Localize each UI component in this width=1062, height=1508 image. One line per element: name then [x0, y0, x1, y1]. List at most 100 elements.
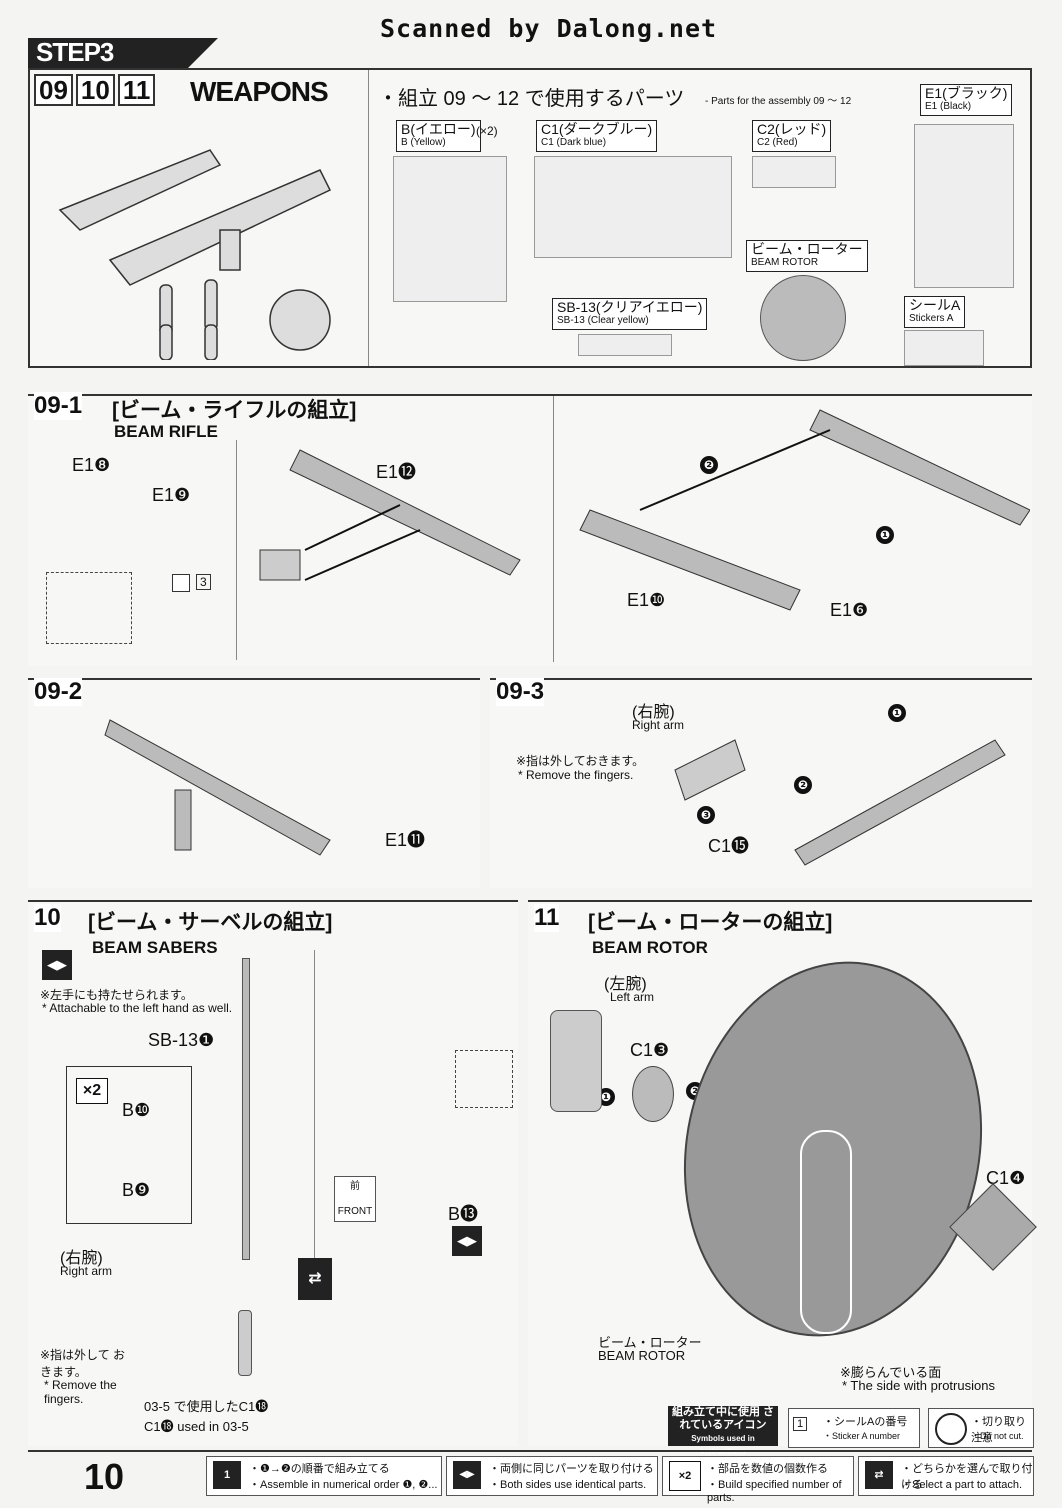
right-arm-en: Right arm	[632, 718, 685, 732]
parts-list-subtitle: - Parts for the assembly 09 〜 12	[705, 96, 852, 107]
nocut-icon	[935, 1413, 967, 1445]
step-09-1-number: 09-1	[34, 392, 83, 420]
sprue-e1	[914, 124, 1014, 288]
both-sides-icon: ◀▶	[42, 950, 72, 980]
step-09-3-number: 09-3	[496, 678, 545, 706]
rotor-label-jp: ビーム・ローター	[598, 1335, 702, 1350]
legend-title-jp: 組み立て中に使用 されているアイコン	[671, 1406, 775, 1431]
protrusion-jp: ※膨らんでいる面	[840, 1365, 942, 1380]
select-part-arrows: ⇄	[270, 1254, 362, 1306]
x2-footer-icon: ×2	[669, 1461, 701, 1491]
step-09-2-number: 09-2	[34, 678, 83, 706]
legend-nocut: ・切り取り注意 ・Do not cut.	[928, 1408, 1034, 1448]
part-c2-jp: C2(レッド)	[757, 121, 827, 137]
left-arm-part	[550, 1010, 602, 1112]
label-e1-8: E1❽	[72, 455, 111, 475]
rotor-grip	[800, 1130, 852, 1334]
used-note-en: C1⓲ used in 03-5	[144, 1419, 249, 1434]
sprue-b	[393, 156, 507, 302]
left-hand-note-jp: ※左手にも持たせられます。	[40, 988, 193, 1002]
label-c1-4: C1❹	[986, 1168, 1026, 1188]
beam-rotor-part	[760, 275, 846, 361]
page-number: 10	[84, 1456, 125, 1497]
legend-nocut-en: ・Do not cut.	[971, 1431, 1024, 1441]
step-number-11: 11	[117, 74, 156, 106]
part-c1-jp: C1(ダークブルー)	[541, 121, 653, 137]
part-b-qty: (×2)	[476, 124, 498, 138]
detail-inset-2	[455, 1050, 513, 1108]
part-label-e1: E1(ブラック)E1 (Black)	[920, 84, 1013, 116]
rifle-assembled-illustration	[104, 719, 331, 856]
used-note-jp: 03-5 で使用したC1⓲	[144, 1399, 269, 1414]
step-number-09: 09	[34, 74, 73, 106]
both-sides-footer-icon: ◀▶	[453, 1461, 481, 1489]
label-b-9: B❾	[122, 1180, 151, 1200]
part-label-b: B(イエロー)B (Yellow)	[396, 120, 481, 152]
arrow-num-1: ❶	[876, 526, 894, 544]
c1-3-part	[632, 1066, 674, 1122]
label-c1-3: C1❸	[630, 1040, 670, 1060]
step-09-1-en: BEAM RIFLE	[114, 422, 218, 441]
scanned-watermark: Scanned by Dalong.net	[380, 14, 718, 43]
arrow-num-1b: ❶	[888, 704, 906, 722]
legend-sticker: 1 ・シールAの番号 ・Sticker A number	[788, 1408, 920, 1448]
select-footer-icon: ⇄	[865, 1461, 893, 1489]
select-en: ・Select a part to attach.	[901, 1479, 1023, 1491]
step-10-title: [ビーム・サーベルの組立]	[88, 911, 333, 934]
part-label-sb13: SB-13(クリアイエロー)SB-13 (Clear yellow)	[552, 298, 708, 330]
part-e1-en: E1 (Black)	[925, 101, 972, 112]
step-10-divider	[314, 950, 315, 1290]
part-stickers-en: Stickers A	[909, 313, 954, 324]
right-arm-en-2: Right arm	[60, 1264, 113, 1278]
arm-rifle-illustration	[674, 739, 1006, 866]
icons-legend-title: 組み立て中に使用 されているアイコン Symbols used in instr…	[668, 1406, 778, 1456]
footer-item-order: 1 ・❶→❷の順番で組み立てる ・Assemble in numerical o…	[206, 1456, 442, 1496]
both-sides-jp: ・両側に同じパーツを取り付ける	[489, 1463, 654, 1475]
order-jp: ・❶→❷の順番で組み立てる	[249, 1463, 390, 1475]
part-rotor-jp: ビーム・ローター	[751, 241, 863, 257]
label-e1-11: E1⓫	[385, 830, 426, 850]
legend-sticker-jp: ・シールAの番号	[823, 1416, 908, 1428]
step-10-panel	[28, 900, 518, 1446]
footer-item-select: ⇄ ・どちらかを選んで取り付ける ・Select a part to attac…	[858, 1456, 1034, 1496]
rifle-assembly-illustration	[259, 449, 521, 581]
select-jp: ・どちらかを選んで取り付ける	[901, 1463, 1033, 1491]
part-c2-en: C2 (Red)	[757, 137, 798, 148]
part-label-c1: C1(ダークブルー)C1 (Dark blue)	[536, 120, 658, 152]
weapons-illustration	[58, 149, 332, 360]
label-e1-6: E1❻	[830, 600, 869, 620]
part-sb13-jp: SB-13(クリアイエロー)	[557, 299, 703, 315]
front-indicator: 前 FRONT	[334, 1176, 376, 1222]
step-11-title: [ビーム・ローターの組立]	[588, 911, 833, 934]
left-arm-en: Left arm	[610, 990, 655, 1004]
rifle-body-illustration	[579, 409, 1030, 611]
step-11-en: BEAM ROTOR	[592, 938, 708, 957]
step-09-2-panel	[28, 678, 480, 888]
front-jp: 前	[350, 1181, 360, 1192]
detail-inset	[46, 572, 132, 644]
header-divider	[368, 70, 369, 366]
both-sides-icon-2: ◀▶	[452, 1226, 482, 1256]
beam-saber-blade	[242, 958, 250, 1260]
sticker-sheet	[904, 330, 984, 366]
legend-sticker-num: 1	[793, 1417, 808, 1431]
label-e1-12: E1⓬	[376, 462, 417, 482]
x2-en: ・Build specified number of parts.	[707, 1479, 842, 1504]
arrow-num-2: ❷	[700, 456, 718, 474]
step-label: STEP3	[36, 37, 114, 67]
label-b-10: B❿	[122, 1100, 151, 1120]
footer-item-both-sides: ◀▶ ・両側に同じパーツを取り付ける ・Both sides use ident…	[446, 1456, 658, 1496]
part-c1-en: C1 (Dark blue)	[541, 137, 607, 148]
front-en: FRONT	[337, 1206, 373, 1217]
step-band	[28, 38, 218, 68]
left-arm-jp: (左腕)	[604, 976, 647, 993]
step-number-10: 10	[75, 74, 115, 106]
part-b-en: B (Yellow)	[401, 137, 446, 148]
select-icon: ⇄	[298, 1258, 332, 1300]
label-sb13-1: SB-13❶	[148, 1030, 215, 1050]
step-11-number: 11	[534, 904, 560, 932]
x2-box	[66, 1066, 192, 1224]
both-sides-en: ・Both sides use identical parts.	[489, 1479, 647, 1491]
